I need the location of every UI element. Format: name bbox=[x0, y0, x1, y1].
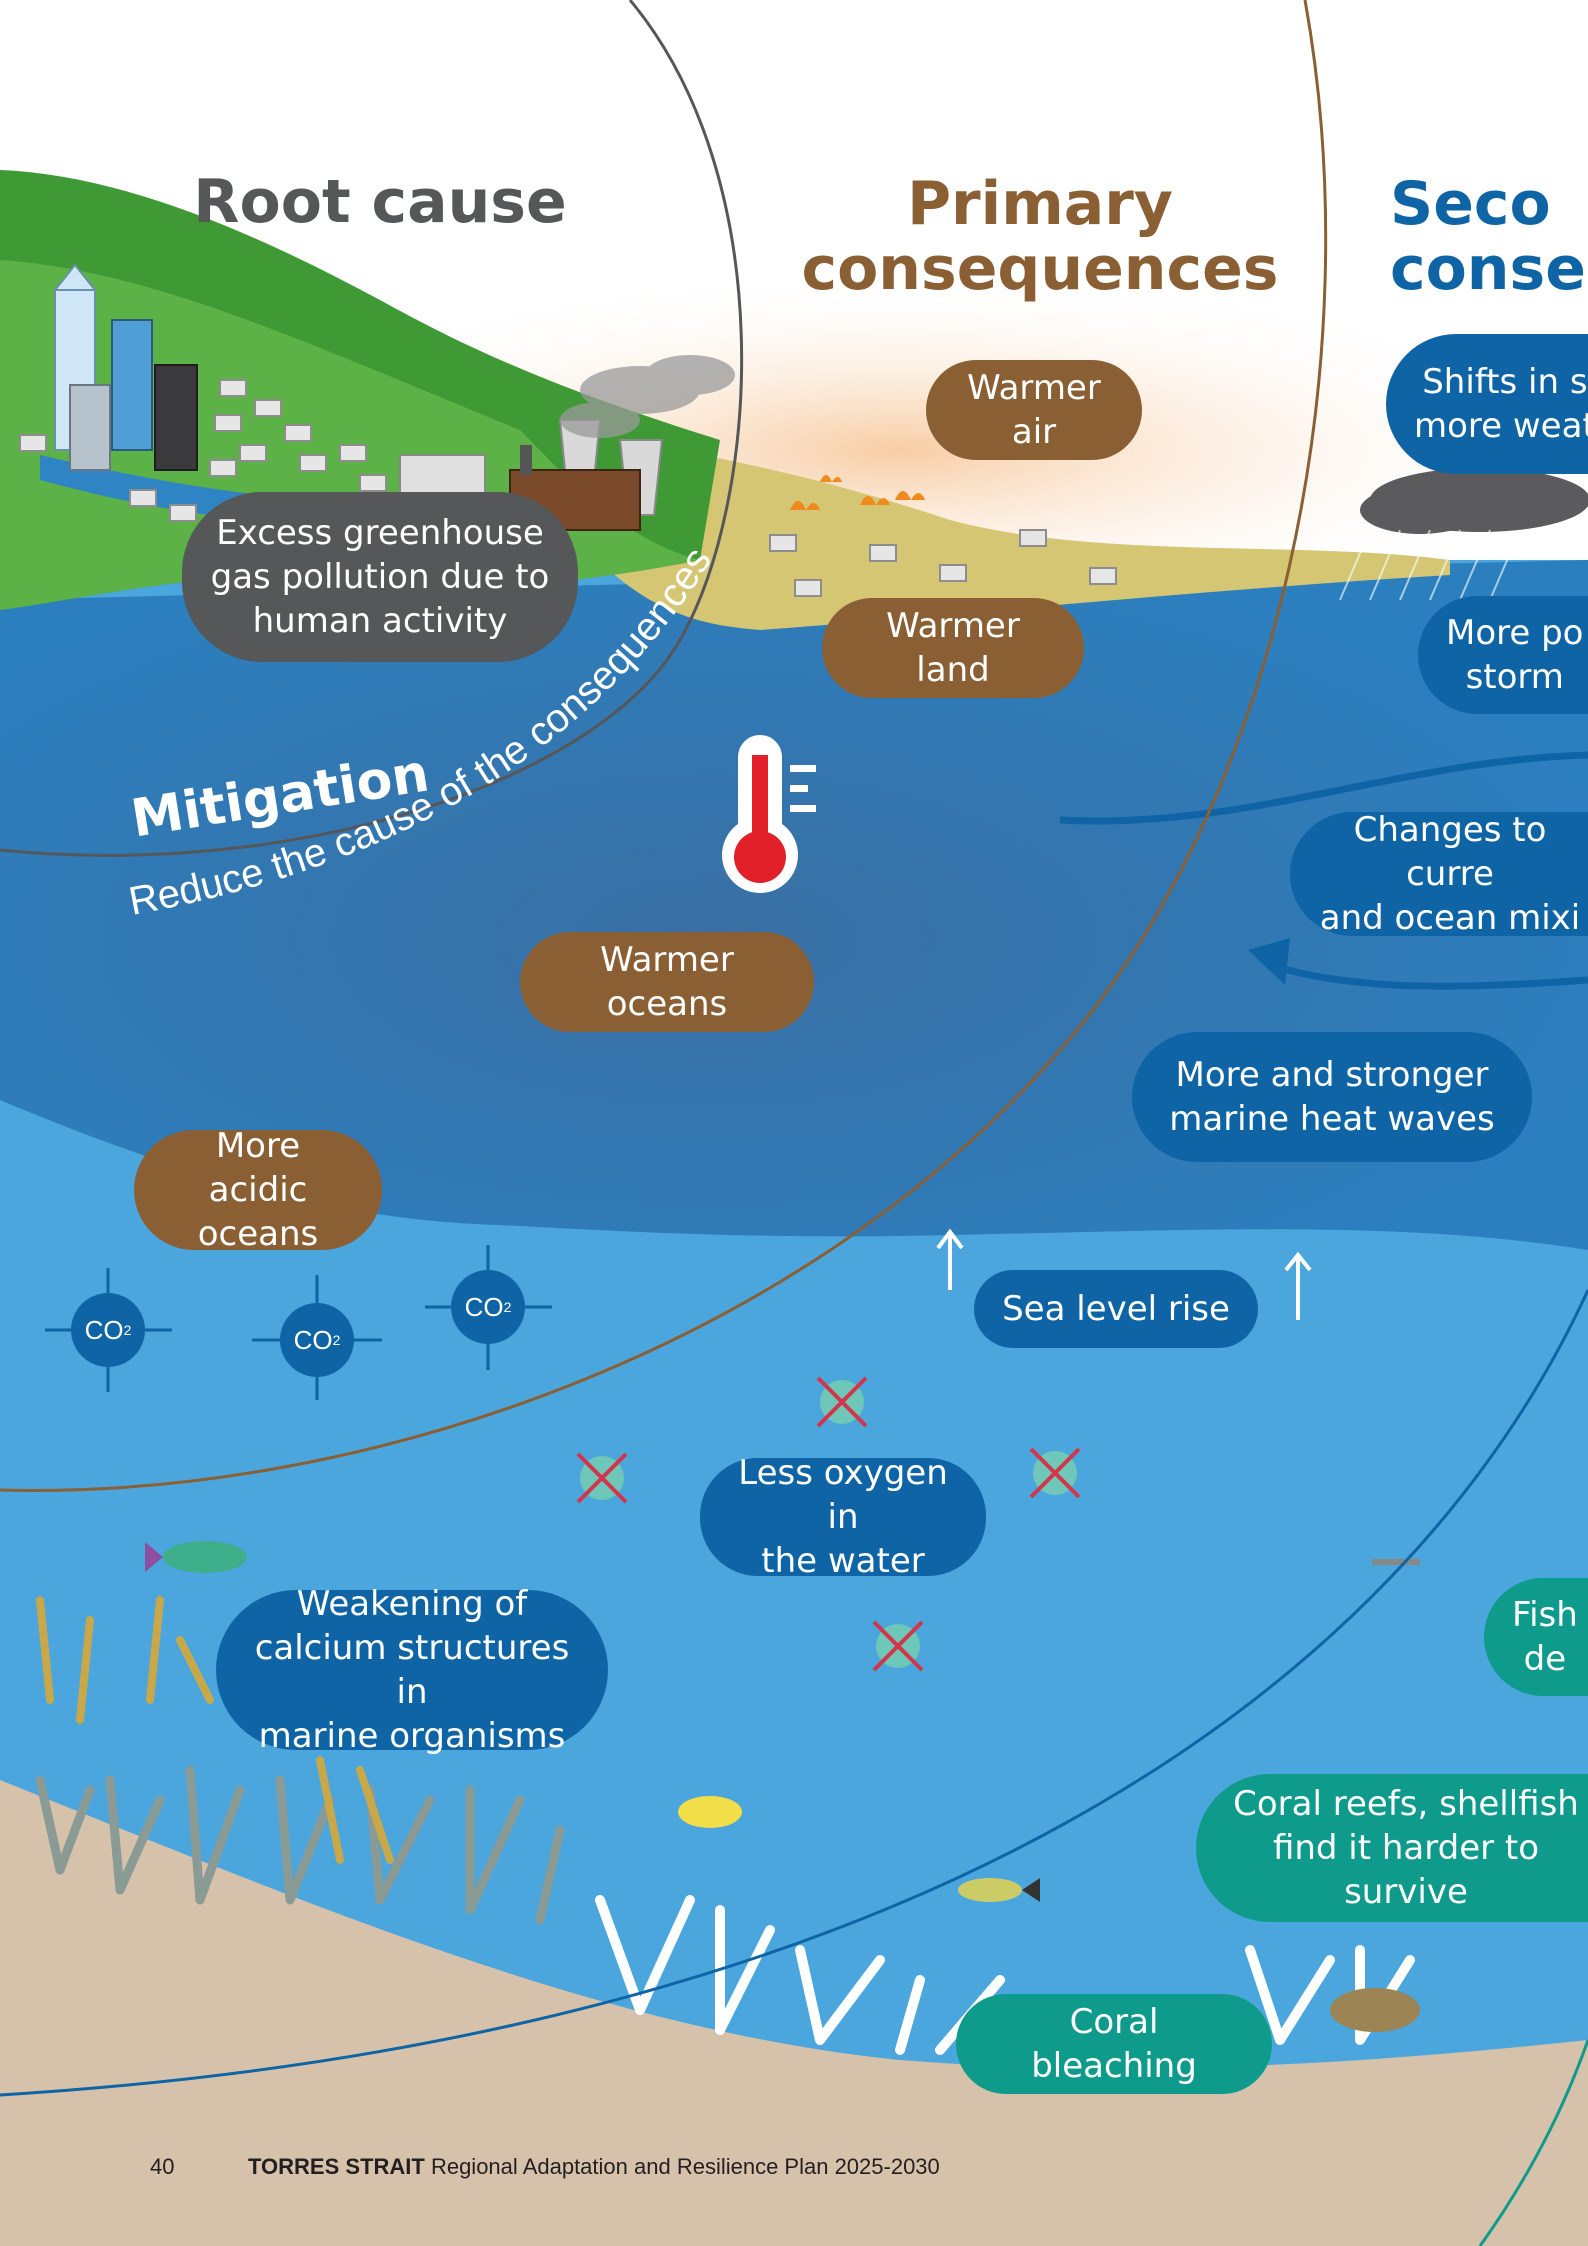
label-warmer-land: Warmer land bbox=[822, 598, 1084, 698]
smoke-clouds bbox=[560, 355, 735, 438]
label-ocean-currents: Changes to curre and ocean mixi bbox=[1290, 810, 1588, 938]
primary-consequences-heading: Primary consequences bbox=[801, 169, 1279, 304]
fish-icons bbox=[145, 1541, 1420, 2032]
storm-cloud bbox=[1339, 468, 1588, 601]
sandy-seabed bbox=[0, 1780, 1588, 2246]
label-excess-greenhouse-gas: Excess greenhouse gas pollution due to h… bbox=[182, 492, 578, 662]
label-marine-heat-waves: More and stronger marine heat waves bbox=[1132, 1032, 1532, 1162]
dry-land bbox=[520, 430, 1450, 630]
city-skyline bbox=[52, 263, 198, 471]
secondary-boundary bbox=[0, 1289, 1588, 2097]
secondary-consequences-heading: Seco conseq bbox=[1390, 169, 1588, 304]
primary-boundary bbox=[0, 0, 1328, 1492]
bushfire-icons bbox=[790, 475, 925, 510]
footer-brand: TORRES STRAIT bbox=[248, 2154, 425, 2179]
label-more-storms: More po storm bbox=[1418, 596, 1588, 714]
label-weakening-calcium: Weakening of calcium structures in marin… bbox=[216, 1584, 608, 1756]
label-shifts-weather: Shifts in s more weat bbox=[1386, 334, 1588, 474]
label-less-oxygen: Less oxygen in the water bbox=[700, 1453, 986, 1581]
no-oxygen-icons bbox=[576, 1376, 1081, 1672]
label-sea-level-rise: Sea level rise bbox=[974, 1270, 1258, 1348]
label-more-acidic-oceans: More acidic oceans bbox=[134, 1126, 382, 1254]
thermometer-icon bbox=[722, 735, 816, 893]
staghorn-coral bbox=[35, 1765, 565, 1925]
yellow-coral bbox=[36, 1596, 394, 1864]
footer-doc-title: Regional Adaptation and Resilience Plan … bbox=[430, 2154, 940, 2179]
label-coral-reefs-shellfish: Coral reefs, shellfish find it harder to… bbox=[1196, 1774, 1588, 1922]
label-warmer-oceans: Warmer oceans bbox=[520, 932, 814, 1032]
root-cause-boundary bbox=[0, 0, 744, 857]
sea-level-rise-arrows bbox=[936, 1228, 1312, 1320]
root-cause-heading: Root cause bbox=[193, 167, 567, 237]
footer-document-title: TORRES STRAIT Regional Adaptation and Re… bbox=[248, 2154, 940, 2180]
footer-page-number: 40 bbox=[150, 2154, 175, 2179]
label-coral-bleaching: Coral bleaching bbox=[956, 1994, 1272, 2094]
label-fish: Fish de bbox=[1484, 1578, 1588, 1696]
label-warmer-air: Warmer air bbox=[926, 360, 1142, 460]
houses bbox=[19, 379, 1117, 597]
crab-icon bbox=[1330, 1988, 1420, 2032]
ocean-current-arrows bbox=[1059, 751, 1588, 990]
tertiary-boundary bbox=[1478, 2039, 1588, 2246]
